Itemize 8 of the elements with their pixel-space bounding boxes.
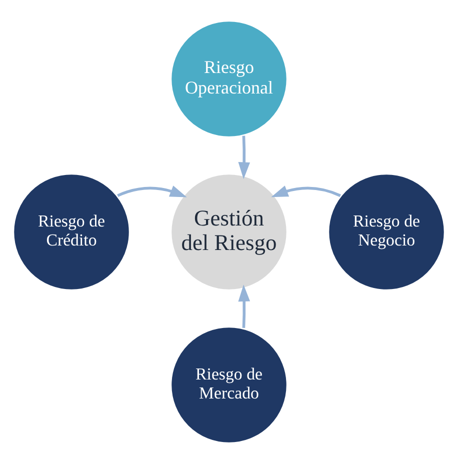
node-circle: Riesgo de Negocio bbox=[326, 172, 446, 292]
node-circle: Riesgo de Mercado bbox=[169, 325, 289, 445]
arrow bbox=[117, 186, 187, 198]
node-circle: Riesgo Operacional bbox=[169, 19, 289, 139]
arrow bbox=[271, 186, 341, 198]
arrow bbox=[238, 136, 250, 180]
node-circle: Riesgo de Crédito bbox=[12, 172, 132, 292]
arrow bbox=[238, 284, 250, 328]
